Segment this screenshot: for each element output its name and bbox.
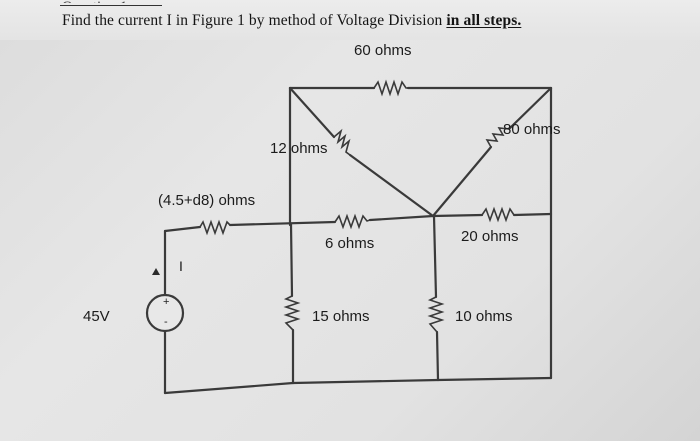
wire-10-bottom [435,330,440,382]
wire-mid-left [163,225,202,233]
wire-mid-d [512,212,553,217]
resistor-12-zigzag [333,128,351,156]
wire-diag-left-top [288,86,336,139]
resistor-20-zigzag [481,206,515,223]
voltage-source-circle [145,293,185,333]
resistor-var-zigzag [199,219,231,236]
resistor-6-zigzag [334,213,371,230]
resistor-80-zigzag [485,127,511,148]
wire-bottom-right [436,376,553,382]
heading-underline [60,5,162,6]
question-heading: Question 1 [62,0,127,3]
label-r80: 80 ohms [503,121,561,138]
label-r20: 20 ohms [461,228,519,245]
resistor-10-zigzag [427,296,445,333]
resistor-15-zigzag [283,295,301,331]
label-r10: 10 ohms [455,308,513,325]
wire-mid-c [431,213,484,218]
wire-bottom-mid [291,378,440,385]
label-r12: 12 ohms [270,140,328,157]
question-prompt: Find the current I in Figure 1 by method… [62,12,521,30]
source-minus-sign: - [164,316,168,328]
prompt-emphasis: in all steps. [446,12,522,29]
wire-diag-right-bottom [431,145,493,218]
resistor-60-zigzag [373,79,408,97]
current-arrow-icon [152,268,160,275]
label-r6: 6 ohms [325,235,375,252]
wire-diag-right-top [508,86,553,130]
prompt-text: Find the current I in Figure 1 by method… [62,12,447,29]
label-r15: 15 ohms [312,308,370,325]
wire-mid-a [228,220,337,227]
wire-15-top [289,222,294,298]
wire-mid-b [368,214,435,222]
label-r60: 60 ohms [354,42,412,59]
label-source-voltage: 45V [83,308,110,325]
source-plus-sign: + [163,296,169,308]
paper-edge [0,0,700,40]
label-current-i: I [179,258,183,274]
wire-diag-left-bottom [348,153,435,218]
label-r-var: (4.5+d8) ohms [158,192,256,209]
wire-bottom-left [163,381,295,395]
wire-10-top [432,214,438,299]
